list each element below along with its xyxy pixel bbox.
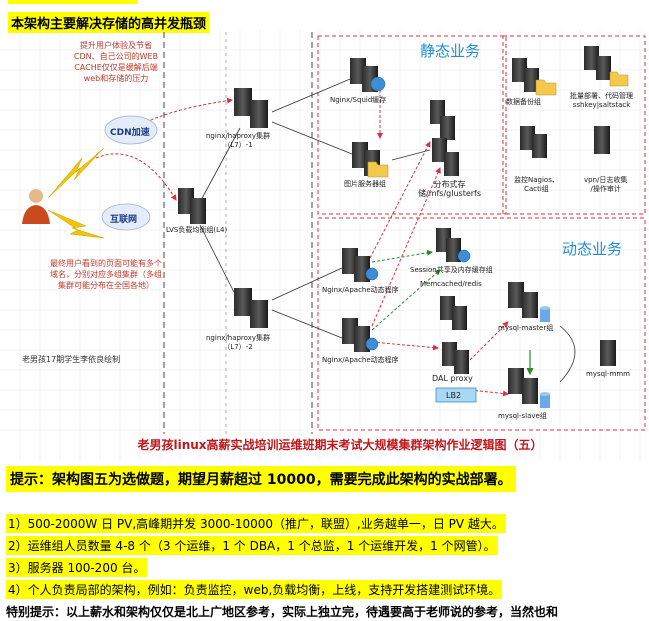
server-icon-mysql-slave-b xyxy=(522,378,538,404)
label-mysql-mmm: mysql-mmm xyxy=(586,370,630,378)
zone-title-static: 静态业务 xyxy=(420,42,481,60)
globe-icon-squid xyxy=(370,76,386,92)
folder-icon-image xyxy=(367,161,389,178)
globe-icon-apache2 xyxy=(365,337,379,351)
server-icon-memcached-b xyxy=(452,306,467,330)
server-icon-mysql-mmm xyxy=(600,340,616,366)
server-icon-deploy-b xyxy=(596,56,611,80)
special-note: 特别提示：以上薪水和架构仅仅是北上广地区参考，实际上独立完，待遇要高于老师说的参… xyxy=(6,605,559,619)
server-icon-dal-b xyxy=(454,350,469,374)
top-cut-highlight xyxy=(8,0,138,4)
cloud-label-cdn: CDN加速 xyxy=(110,128,150,138)
server-icon-monitor-a xyxy=(520,126,535,150)
server-icon-dist-d xyxy=(444,152,459,176)
lb2-box xyxy=(435,387,477,403)
server-icon-haproxy2-b xyxy=(250,300,268,328)
label-haproxy2: nginx/haproxy集群 （L7）-2 xyxy=(206,334,271,351)
cdn-note: 提升用户体验及节省CDN、自己公司的WEB CACHE仅仅是缓解后端web和存储… xyxy=(73,41,159,83)
globe-icon-apache1 xyxy=(365,267,379,281)
region-note: 最终用户看到的页面可能有多个域名，分别对应多组集群（多组集群可能分布在全国各地） xyxy=(50,259,162,290)
server-icon-backup-a xyxy=(512,58,527,82)
user-icon xyxy=(22,189,50,224)
globe-icon-session xyxy=(457,249,471,263)
page-title: 本架构主要解决存储的高并发瓶颈 xyxy=(8,12,210,33)
label-data-backup: 数据备份组 xyxy=(506,98,541,106)
zone-title-dynamic: 动态业务 xyxy=(562,240,623,258)
lightning-icon-cdn xyxy=(47,147,105,199)
label-dist-storage: 分布式存 储/mfs/glusterfs xyxy=(418,180,482,198)
hint-text: 提示：架构图五为选做题，期望月薪超过 10000，需要完成此架构的实战部署。 xyxy=(6,466,516,492)
diagram-caption: 老男孩linux高薪实战培训运维班期末考试大规模集群架构作业逻辑图（五） xyxy=(137,438,543,452)
requirement-2: 2）运维组人员数量 4-8 个（3 个运维，1 个 DBA，1 个总监，1 个运… xyxy=(6,536,498,555)
server-icon-mysql-master-b xyxy=(522,292,538,318)
label-haproxy1: nginx/haproxy集群 （L7）-1 xyxy=(206,132,271,149)
server-icon-haproxy1-a xyxy=(234,88,252,116)
label-monitor: 监控Nagios、 Cacti组 xyxy=(514,176,559,193)
server-icon-haproxy2-a xyxy=(234,288,252,316)
server-icon-vpn xyxy=(594,126,610,154)
cloud-label-internet: 互联网 xyxy=(110,215,138,225)
server-icon-dist-c xyxy=(432,138,447,162)
cloud-icon-internet xyxy=(101,203,151,231)
server-icon-dal-a xyxy=(442,342,457,366)
folder-icon-deploy xyxy=(609,71,629,87)
label-mysql-master: mysql-master组 xyxy=(498,324,554,332)
folder-icon-backup xyxy=(535,79,557,96)
server-icon-haproxy1-b xyxy=(250,100,268,128)
author-credit: 老男孩17期学生李依良绘制 xyxy=(22,355,121,364)
label-batch-deploy: 批量部署、代码管理 sshkey|saltstack xyxy=(570,92,633,109)
label-lvs: LVS负载均衡组(L4) xyxy=(166,226,228,234)
label-apache2: Nginx/Apache动态程序 xyxy=(322,356,399,364)
lightning-icon-internet xyxy=(47,209,105,239)
database-icon-master xyxy=(540,306,550,322)
label-image-servers: 图片服务器组 xyxy=(344,180,386,188)
requirement-1: 1）500-2000W 日 PV,高峰期并发 3000-10000（推广，联盟）… xyxy=(6,514,506,533)
label-vpn: vpn/日志收集 /操作审计 xyxy=(584,176,628,193)
diagram-canvas xyxy=(0,30,649,460)
label-memcached: Memcached/redis xyxy=(420,280,482,288)
server-icon-deploy-a xyxy=(584,46,599,70)
server-icon-mysql-master-a xyxy=(508,282,524,308)
architecture-diagram: 提升用户体验及节省CDN、自己公司的WEB CACHE仅仅是缓解后端web和存储… xyxy=(0,30,649,460)
server-icon-monitor-b xyxy=(532,134,547,158)
server-icon-backup-b xyxy=(524,68,539,92)
server-icon-session-b xyxy=(446,238,461,262)
server-icon-mysql-slave-a xyxy=(508,368,524,394)
dynamic-zone xyxy=(317,217,646,431)
cloud-icon-cdn xyxy=(104,115,158,145)
label-session: Session共享及内存缓存组 xyxy=(410,266,493,274)
static-zone xyxy=(317,35,507,215)
database-icon-slave xyxy=(540,392,550,408)
label-squid: Nginx/Squid缓存 xyxy=(330,96,387,104)
label-mysql-slave: mysql-slave组 xyxy=(498,412,547,420)
label-apache1: Nginx/Apache动态程序 xyxy=(322,286,399,294)
label-lb2: LB2 xyxy=(446,391,462,400)
server-icon-lvs-b xyxy=(190,198,206,224)
servers xyxy=(178,46,616,404)
server-icon-dist-b xyxy=(440,116,455,140)
label-dal: DAL proxy xyxy=(432,374,473,383)
server-icon-memcached-a xyxy=(440,296,455,320)
requirement-3: 3）服务器 100-200 台。 xyxy=(6,558,148,577)
requirement-4: 4）个人负责局部的架构，例如：负责监控，web,负载均衡，上线，支持开发搭建测试… xyxy=(6,580,503,599)
ops-zone xyxy=(502,35,646,215)
